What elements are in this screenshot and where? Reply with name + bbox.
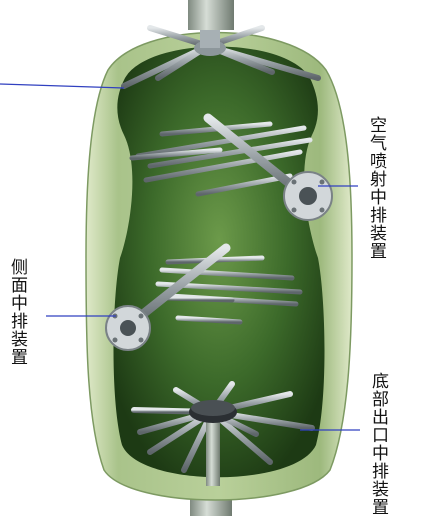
air-spray-distributor: [129, 113, 333, 221]
label-bottom-outlet-distributor: 底部出口中排装置: [368, 372, 388, 516]
leader-lines: [0, 83, 360, 431]
bottom-outlet-distributor: [131, 381, 315, 486]
leader-line-top: [0, 83, 125, 89]
side-distributor: [105, 243, 303, 351]
label-air-spray-distributor: 空气喷射中排装置: [366, 116, 386, 260]
top-nozzle: [188, 0, 234, 30]
top-distributor: [121, 25, 321, 89]
label-side-distributor: 侧面中排装置: [7, 258, 27, 366]
